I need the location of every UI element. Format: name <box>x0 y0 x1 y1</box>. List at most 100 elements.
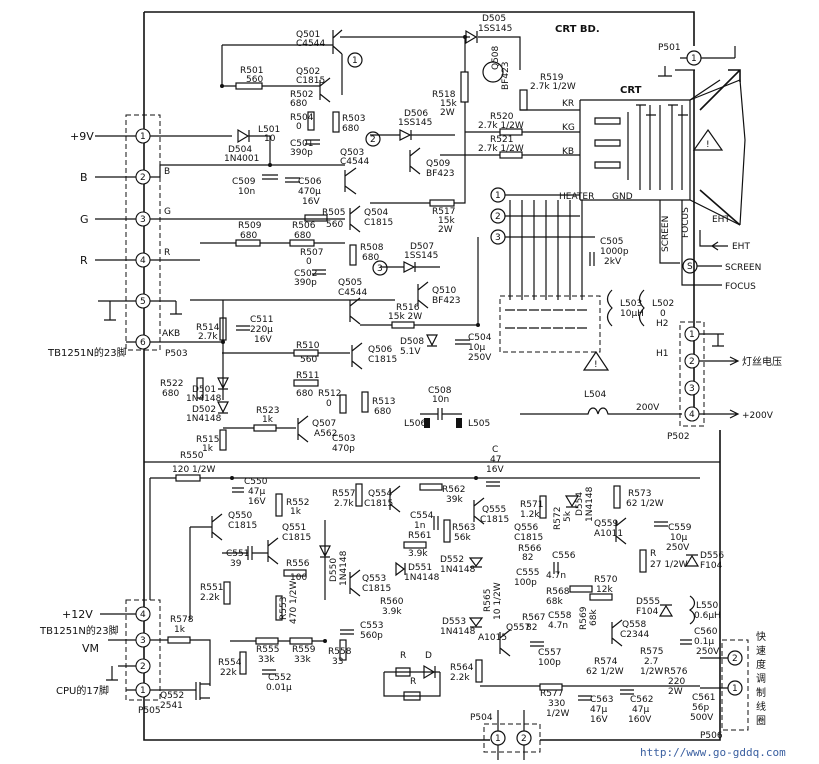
r511-val: 680 <box>296 389 313 399</box>
node-1-top <box>347 52 363 68</box>
l503-l502-coils <box>606 289 645 327</box>
d506-diode <box>370 129 455 141</box>
q506-ref: Q506 <box>368 345 393 355</box>
r503-val: 680 <box>342 124 359 134</box>
p502-pin-2: 2 <box>689 357 695 367</box>
c562-val: 47μ <box>632 705 649 715</box>
r566-val: 82 <box>522 553 533 563</box>
node-a3-label: 3 <box>495 233 501 243</box>
c554-ref: C554 <box>410 511 434 521</box>
q553-ref: Q553 <box>362 574 386 584</box>
d553-part: 1N4148 <box>440 627 476 637</box>
d555-diode <box>658 604 674 617</box>
l506-bead <box>424 418 430 428</box>
r507-val: 0 <box>306 257 312 267</box>
p506-name: P506 <box>700 731 723 741</box>
c504-val: 10μ <box>468 343 485 353</box>
socket-pin-pads <box>505 309 587 329</box>
screen-focus-lines <box>659 200 700 286</box>
c556-capacitor <box>553 562 559 574</box>
q506-part: C1815 <box>368 355 397 365</box>
c553-val: 560p <box>360 631 383 641</box>
r550-ref: R550 <box>180 451 204 461</box>
r-sym-label: R <box>400 651 406 661</box>
c505-ref: C505 <box>600 237 623 247</box>
q554-part: C1815 <box>364 499 393 509</box>
q558-symbol <box>611 619 623 647</box>
r502-val: 680 <box>290 99 307 109</box>
c555-val: 100p <box>514 578 537 588</box>
c506-volt: 16V <box>302 197 320 207</box>
c506-ref: C506 <box>298 177 322 187</box>
r561-resistor <box>403 541 427 549</box>
r505-resistor <box>304 214 328 222</box>
q509-part: BF423 <box>426 169 455 179</box>
q503-symbol <box>344 167 357 195</box>
r561-ref: R561 <box>408 531 431 541</box>
q502-symbol <box>319 77 331 103</box>
d550-ref: D550 <box>329 558 339 582</box>
socket-warning-mark: ! <box>594 360 598 370</box>
r520-ref: R520 <box>490 112 514 122</box>
c552-val: 0.01μ <box>266 683 292 693</box>
p505-pin-1: 1 <box>140 686 146 696</box>
p503-pin-6: 6 <box>140 338 146 348</box>
r508-resistor <box>349 244 357 266</box>
r-q-val: 27 1/2W <box>650 560 688 570</box>
p502-pin-4: 4 <box>689 410 695 420</box>
r521-ref: R521 <box>490 135 513 145</box>
r518-resistor <box>460 71 469 103</box>
q505-symbol <box>349 297 361 325</box>
r515-ref: R515 <box>196 435 219 445</box>
p505-pin-3: 3 <box>140 636 146 646</box>
r506-ref: R506 <box>292 221 316 231</box>
p501-label: P501 <box>658 43 681 53</box>
r572-val: 5k <box>563 510 573 522</box>
node-3-mid <box>372 260 388 276</box>
kg-label: KG <box>562 123 575 133</box>
q552-part: 2541 <box>160 701 183 711</box>
q507-ref: Q507 <box>312 419 336 429</box>
p501-pin-label: 1 <box>691 54 697 64</box>
p503-pins <box>135 128 151 350</box>
d554-part: 1N4148 <box>585 486 595 522</box>
d502-part: 1N4148 <box>186 414 222 424</box>
d551-diode <box>395 561 406 577</box>
r568-ref: R568 <box>546 587 570 597</box>
d554-diode <box>564 495 580 508</box>
r508-val: 680 <box>362 253 379 263</box>
l503-val: 10μH <box>620 309 644 319</box>
socket-warning-icon <box>582 350 610 371</box>
r513-val: 680 <box>374 407 391 417</box>
c553-capacitor <box>340 629 354 635</box>
p505-pins <box>135 606 151 698</box>
p503-pin-1: 1 <box>140 132 146 142</box>
r505-ref: R505 <box>322 208 345 218</box>
node-a-wires <box>505 194 595 238</box>
c501-ref: C501 <box>290 139 313 149</box>
p503-label-g: G <box>80 213 89 226</box>
c511-val: 220μ <box>250 325 273 335</box>
heater-label: HEATER <box>559 192 594 202</box>
c563-val: 47μ <box>590 705 607 715</box>
q558-part: C2344 <box>620 630 649 640</box>
q554-symbol <box>389 485 401 513</box>
d556-diode <box>684 554 700 567</box>
c509-capacitor <box>262 174 278 180</box>
l506-ref: L506 <box>404 419 426 429</box>
c556-ref: C556 <box>552 551 576 561</box>
r570-ref: R570 <box>594 575 618 585</box>
p505-pin-4: 4 <box>140 610 146 620</box>
r576-ref: R576 <box>664 667 688 677</box>
r512-val: 0 <box>326 399 332 409</box>
crt-electrode-caps <box>636 104 688 116</box>
r562-ref: R562 <box>442 485 465 495</box>
r578-ref: R578 <box>170 615 194 625</box>
q559-ref: Q559 <box>594 519 619 529</box>
c504-capacitor <box>455 339 470 345</box>
r568-resistor <box>569 585 593 593</box>
h2-label: H2 <box>656 319 669 329</box>
r503-ref: R503 <box>342 114 365 124</box>
p503-connector-frame <box>125 114 161 351</box>
c504-ref: C504 <box>468 333 492 343</box>
